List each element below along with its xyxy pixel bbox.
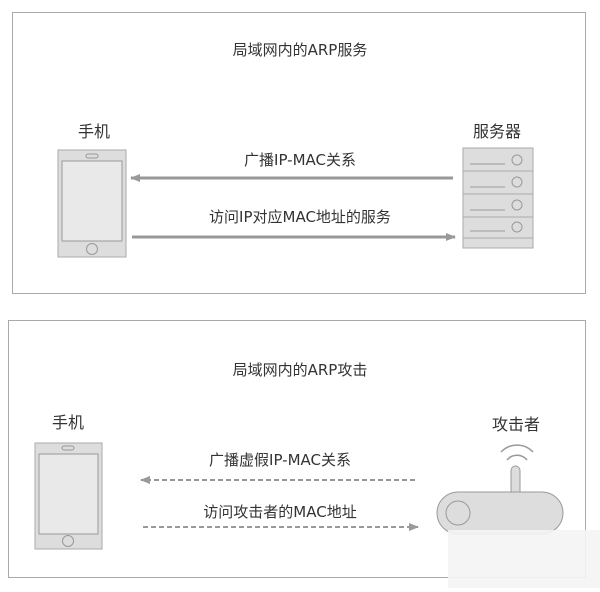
panel-title: 局域网内的ARP攻击 xyxy=(233,361,368,379)
phone-label: 手机 xyxy=(78,122,110,141)
arp-service-panel: 局域网内的ARP服务 手机 服务器 广播IP-MAC关系 访问IP对应MAC地址… xyxy=(13,13,586,294)
phone-label: 手机 xyxy=(52,413,84,432)
phone-icon xyxy=(58,150,126,257)
server-label: 服务器 xyxy=(473,122,521,141)
access-service-label: 访问IP对应MAC地址的服务 xyxy=(209,208,391,226)
phone-icon xyxy=(35,443,102,549)
broadcast-label: 广播IP-MAC关系 xyxy=(244,151,356,169)
fake-broadcast-label: 广播虚假IP-MAC关系 xyxy=(209,451,351,469)
panel-title: 局域网内的ARP服务 xyxy=(233,41,368,59)
access-attacker-label: 访问攻击者的MAC地址 xyxy=(203,503,356,521)
blur-overlay xyxy=(448,530,600,588)
attacker-label: 攻击者 xyxy=(492,415,540,434)
arp-attack-panel: 局域网内的ARP攻击 手机 攻击者 广播虚假IP-MAC关系 访问攻击者的MAC… xyxy=(9,321,600,589)
server-icon xyxy=(463,148,533,248)
